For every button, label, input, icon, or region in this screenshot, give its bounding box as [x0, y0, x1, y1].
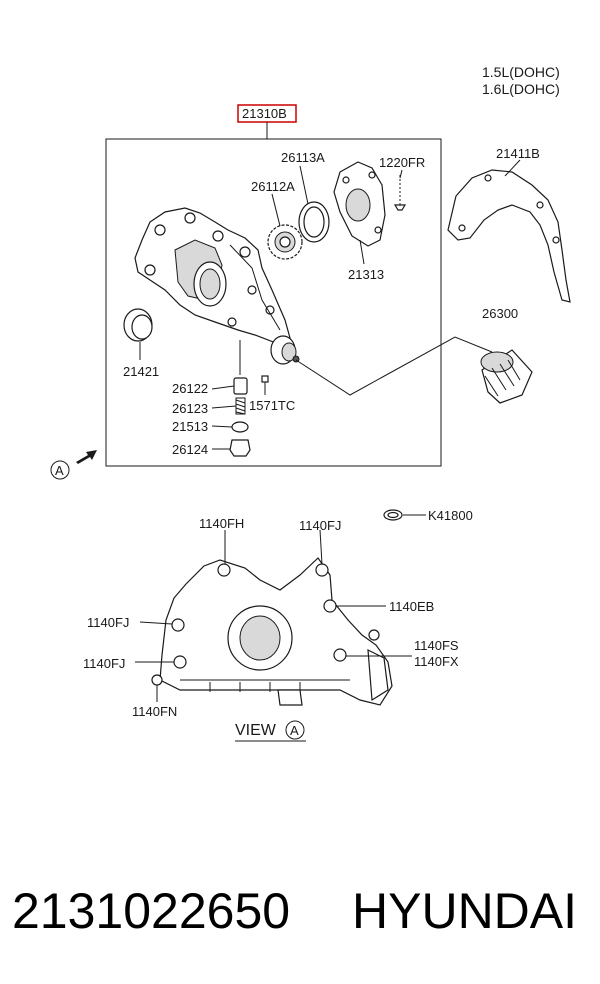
- oil-filter-leader: [295, 336, 493, 396]
- callout-1571TC[interactable]: 1571TC: [249, 398, 295, 413]
- callout-1140FS[interactable]: 1140FS: [414, 638, 459, 653]
- leader-1140FJ-top: [319, 529, 323, 565]
- pump-gasket[interactable]: [447, 169, 571, 303]
- leader-21313: [359, 239, 365, 265]
- small-bolt-1571TC[interactable]: [261, 375, 269, 395]
- callout-26123[interactable]: 26123: [172, 401, 208, 416]
- callout-26122[interactable]: 26122: [172, 381, 208, 396]
- assembly-part-number[interactable]: 21310B: [242, 106, 287, 121]
- view-arrow-icon: [76, 450, 97, 464]
- callout-21421[interactable]: 21421: [123, 364, 159, 379]
- leader-26123: [211, 405, 237, 409]
- leader-26112A: [271, 193, 281, 227]
- view-a-caption: VIEW A: [235, 720, 306, 742]
- footer-brand: HYUNDAI: [352, 883, 577, 939]
- pump-cover[interactable]: [333, 161, 386, 247]
- oil-seal[interactable]: [123, 308, 153, 342]
- callout-1140FJ-left[interactable]: 1140FJ: [87, 615, 129, 630]
- leader-21513: [211, 425, 233, 428]
- callout-26124[interactable]: 26124: [172, 442, 208, 457]
- leader-26113A: [299, 165, 309, 205]
- relief-spring[interactable]: [235, 397, 246, 415]
- outer-rotor-ring[interactable]: [298, 201, 330, 243]
- callout-1140EB[interactable]: 1140EB: [389, 599, 434, 614]
- relief-plunger[interactable]: [233, 377, 248, 395]
- callout-1140FN[interactable]: 1140FN: [132, 704, 177, 719]
- callout-26112A[interactable]: 26112A: [251, 179, 295, 194]
- callout-26300[interactable]: 26300: [482, 306, 518, 321]
- callout-26113A[interactable]: 26113A: [281, 150, 325, 165]
- view-a-pump-body[interactable]: [151, 557, 393, 706]
- callout-21411B[interactable]: 21411B: [496, 146, 540, 161]
- leader-1220FR: [399, 169, 403, 179]
- oil-pump-housing[interactable]: [134, 207, 291, 344]
- callout-1140FJ-top[interactable]: 1140FJ: [299, 518, 341, 533]
- view-a-marker: A: [50, 450, 97, 480]
- callout-K41800[interactable]: K41800: [428, 508, 473, 523]
- leader-21411B: [504, 159, 521, 177]
- assembly-frame: [105, 138, 442, 467]
- o-ring[interactable]: [383, 509, 403, 521]
- callout-21513[interactable]: 21513: [172, 419, 208, 434]
- leader-1140FJ-left: [139, 621, 173, 625]
- view-caption-letter: A: [290, 723, 299, 738]
- callout-1220FR[interactable]: 1220FR: [379, 155, 425, 170]
- cover-screw[interactable]: [393, 175, 407, 211]
- oil-outlet-fitting[interactable]: [270, 335, 300, 365]
- leader-26122: [211, 385, 235, 390]
- callout-1140FH[interactable]: 1140FH: [199, 516, 244, 531]
- relief-washer[interactable]: [231, 421, 249, 433]
- view-a-letter: A: [55, 463, 64, 478]
- oil-filter[interactable]: [480, 349, 533, 404]
- inner-rotor-gear[interactable]: [267, 224, 303, 260]
- callout-1140FX[interactable]: 1140FX: [414, 654, 459, 669]
- engine-variant-1: 1.5L(DOHC): [482, 64, 560, 80]
- callout-21313[interactable]: 21313: [348, 267, 384, 282]
- view-caption-text: VIEW: [235, 722, 277, 739]
- engine-variant-2: 1.6L(DOHC): [482, 81, 560, 97]
- relief-plug[interactable]: [229, 439, 251, 457]
- callout-1140FJ-low[interactable]: 1140FJ: [83, 656, 125, 671]
- footer-part-number: 2131022650: [12, 883, 290, 939]
